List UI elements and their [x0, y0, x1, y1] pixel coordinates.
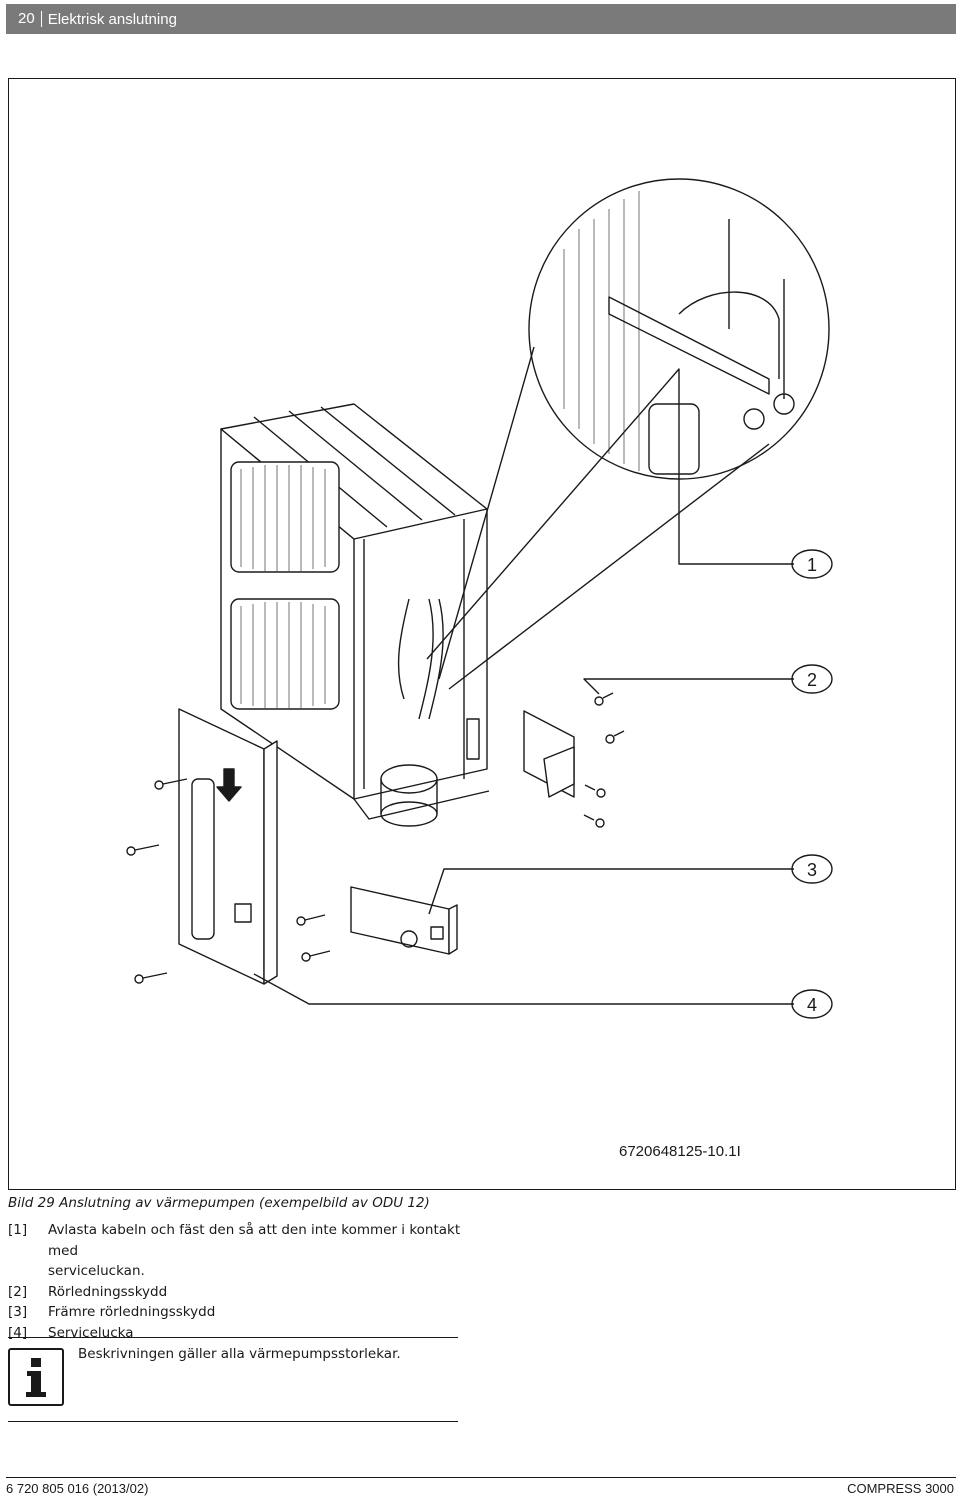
legend-text: Servicelucka [48, 1324, 134, 1341]
legend-text: Avlasta kabeln och fäst den så att den i… [48, 1220, 478, 1282]
legend-item: [2] Rörledningsskydd [8, 1282, 478, 1303]
callout-4: 4 [807, 995, 817, 1015]
legend-text-line1: Avlasta kabeln och fäst den så att den i… [48, 1222, 461, 1259]
legend-text: Främre rörledningsskydd [48, 1304, 216, 1320]
section-title: Elektrisk anslutning [47, 10, 177, 28]
figure-frame: 1 2 3 4 6720648125-10.1I [8, 78, 956, 1190]
product-name: COMPRESS 3000 [847, 1481, 954, 1496]
legend-text-line2: serviceluckan. [48, 1263, 145, 1279]
note-text: Beskrivningen gäller alla värmepumpsstor… [78, 1346, 401, 1362]
doc-number: 6 720 805 016 (2013/02) [6, 1481, 149, 1496]
service-door [178, 708, 278, 985]
front-pipe-cover [350, 886, 458, 955]
screws [126, 692, 625, 984]
figure-legend: [1] Avlasta kabeln och fäst den så att d… [8, 1220, 478, 1343]
legend-text: Rörledningsskydd [48, 1283, 168, 1300]
callout-3: 3 [807, 860, 817, 880]
legend-key: [1] [8, 1222, 28, 1238]
pipe-cover [523, 710, 575, 798]
figure-caption: Bild 29 Anslutning av värmepumpen (exemp… [8, 1195, 430, 1211]
heat-pump-unit [220, 403, 490, 827]
info-icon [8, 1348, 64, 1406]
callout-ovals [791, 549, 833, 1019]
page-header: 20 Elektrisk anslutning [6, 4, 956, 34]
legend-item: [3] Främre rörledningsskydd [8, 1302, 478, 1323]
callout-1: 1 [807, 555, 817, 575]
fan-grill-hatching [240, 465, 326, 708]
note-top-rule [8, 1337, 458, 1338]
leader-lines [253, 368, 794, 1005]
legend-key: [2] [8, 1283, 28, 1300]
footer-rule [6, 1477, 956, 1478]
legend-key: [3] [8, 1304, 28, 1320]
legend-item: [4] Servicelucka [8, 1323, 478, 1344]
legend-item: [1] Avlasta kabeln och fäst den så att d… [8, 1220, 478, 1282]
note-bottom-rule [8, 1421, 458, 1422]
technical-drawing: 1 2 3 4 [126, 178, 833, 1019]
callout-2: 2 [807, 670, 817, 690]
figure-code: 6720648125-10.1I [619, 1143, 741, 1160]
detail-magnifier [438, 178, 830, 690]
info-glyph [26, 1358, 46, 1397]
page-number: 20 [6, 11, 42, 27]
legend-key: [4] [8, 1324, 28, 1341]
